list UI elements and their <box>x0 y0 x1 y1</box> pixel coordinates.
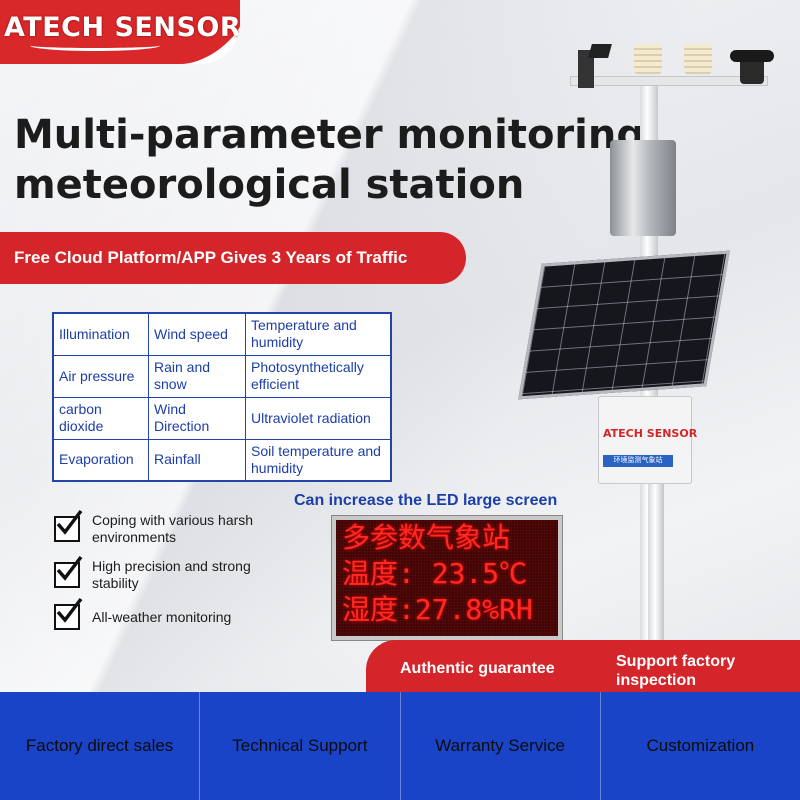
led-line-1: 多参数气象站 <box>342 521 511 554</box>
table-row: Evaporation Rainfall Soil temperature an… <box>52 438 392 482</box>
title-line-2: meteorological station <box>14 162 525 208</box>
factory-inspection-badge: Support factory inspection <box>616 653 736 689</box>
table-row: Illumination Wind speed Temperature and … <box>52 312 392 356</box>
promo-banner: Free Cloud Platform/APP Gives 3 Years of… <box>0 232 466 284</box>
feature-item: High precision and strong stability <box>54 555 282 592</box>
footer-item-factory-direct: Factory direct sales <box>0 692 201 800</box>
wind-vane-icon <box>578 50 594 88</box>
radiation-shield-icon <box>684 44 712 74</box>
authentic-guarantee-badge: Authentic guarantee <box>400 660 555 677</box>
rain-gauge <box>610 140 676 236</box>
parameter-table: Illumination Wind speed Temperature and … <box>52 312 392 482</box>
guarantee-ribbon <box>366 640 800 692</box>
title-line-1: Multi-parameter monitoring <box>14 112 645 158</box>
table-cell: Rainfall <box>148 438 246 482</box>
table-cell: Air pressure <box>52 354 149 398</box>
feature-item: All-weather monitoring <box>54 597 282 630</box>
footer-item-technical-support: Technical Support <box>200 692 401 800</box>
table-row: carbon dioxide Wind Direction Ultraviole… <box>52 396 392 440</box>
brand-logo: ATECH SENSOR <box>0 0 240 64</box>
sensor-crossbar <box>570 76 768 86</box>
footer-bar: Factory direct sales Technical Support W… <box>0 692 800 800</box>
table-cell: Illumination <box>52 312 149 356</box>
table-cell: carbon dioxide <box>52 396 149 440</box>
table-row: Air pressure Rain and snow Photosyntheti… <box>52 354 392 398</box>
led-screen-label: Can increase the LED large screen <box>294 492 558 509</box>
control-box-logo: ATECH SENSOR <box>603 427 698 440</box>
checkbox-icon <box>54 555 83 588</box>
led-screen: 多参数气象站 温度: 23.5℃ 湿度:27.8%RH <box>332 516 562 640</box>
feature-text: Coping with various harsh environments <box>92 512 254 545</box>
table-cell: Evaporation <box>52 438 149 482</box>
control-box: ATECH SENSOR 环境监测气象站 <box>598 396 697 484</box>
feature-text: High precision and strong stability <box>92 558 251 591</box>
footer-item-warranty: Warranty Service <box>401 692 601 800</box>
table-cell: Ultraviolet radiation <box>245 396 392 440</box>
table-cell: Wind speed <box>148 312 246 356</box>
checkbox-icon <box>54 509 83 542</box>
control-box-label: 环境监测气象站 <box>603 455 673 467</box>
radiation-shield-icon <box>634 44 662 74</box>
station-pole-lower <box>648 470 664 650</box>
brand-logo-text: ATECH SENSOR <box>4 12 240 43</box>
promo-banner-text: Free Cloud Platform/APP Gives 3 Years of… <box>14 248 408 267</box>
feature-item: Coping with various harsh environments <box>54 509 282 546</box>
table-cell: Rain and snow <box>148 354 246 398</box>
page-title: Multi-parameter monitoring meteorologica… <box>14 110 645 210</box>
led-line-2: 温度: 23.5℃ <box>342 557 528 590</box>
anemometer-icon <box>730 50 774 84</box>
table-cell: Photosynthetically efficient <box>245 354 392 398</box>
table-cell: Soil temperature and humidity <box>245 438 392 482</box>
checkbox-icon <box>54 597 83 630</box>
table-cell: Wind Direction <box>148 396 246 440</box>
feature-text: All-weather monitoring <box>92 608 232 625</box>
logo-swoosh-icon <box>30 40 160 51</box>
led-line-3: 湿度:27.8%RH <box>342 593 533 626</box>
table-cell: Temperature and humidity <box>245 312 392 356</box>
footer-item-customization: Customization <box>646 736 755 755</box>
solar-panel <box>518 250 730 400</box>
